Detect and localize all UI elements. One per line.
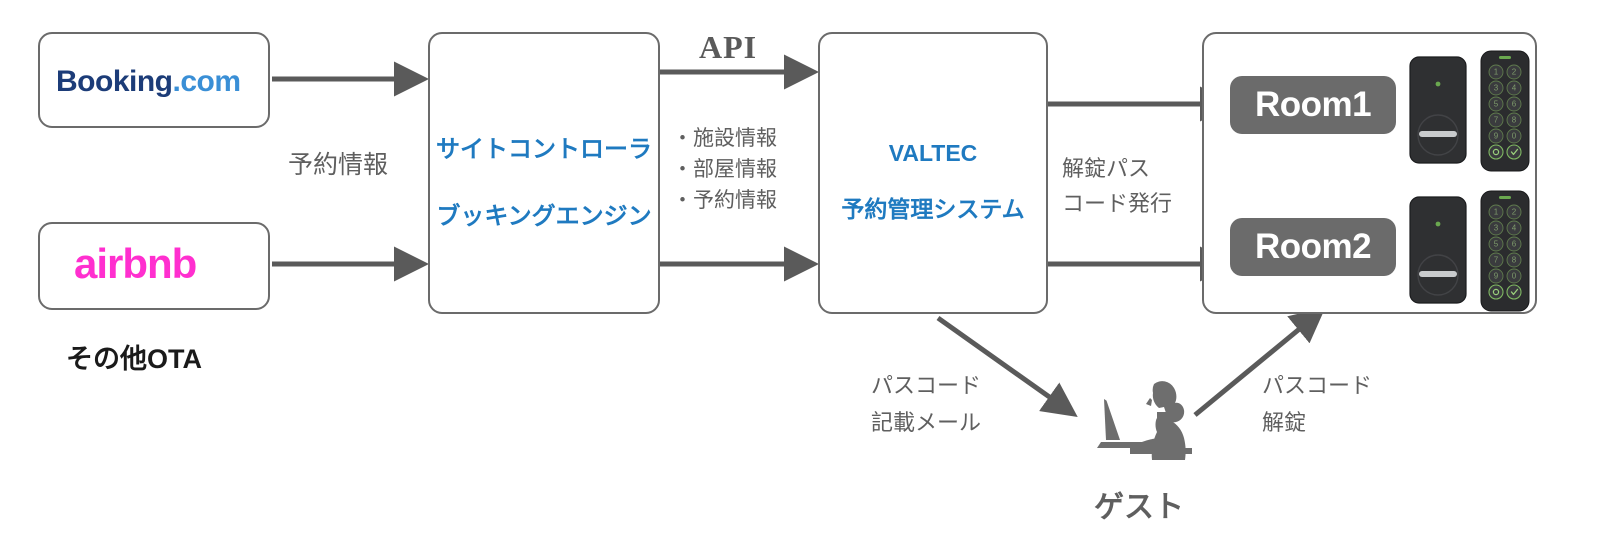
label-passcode-issue-line1: 解錠パス: [1062, 156, 1151, 181]
guest-silhouette-icon: [1097, 381, 1192, 460]
booking-com-box[interactable]: [38, 32, 270, 128]
api-bullet-list: ・施設情報 ・部屋情報 ・予約情報: [672, 123, 777, 216]
valtec-box[interactable]: [818, 32, 1048, 314]
booking-com-logo-tld: .com: [172, 65, 242, 98]
svg-text:0: 0: [1512, 272, 1517, 281]
booking-com-logo: Booking.com: [56, 65, 241, 99]
smart-lock-icon: [1409, 56, 1467, 164]
label-passcode-mail-line2: 記載メール: [871, 410, 982, 435]
site-controller-box[interactable]: [428, 32, 660, 314]
svg-text:4: 4: [1512, 84, 1517, 93]
label-passcode-issue-line2: コード発行: [1062, 191, 1173, 216]
svg-text:7: 7: [1494, 256, 1499, 265]
valtec-line1: VALTEC: [888, 140, 978, 166]
svg-text:5: 5: [1494, 240, 1499, 249]
room1-pill[interactable]: Room1: [1230, 76, 1396, 134]
airbnb-logo: airbnb: [74, 240, 197, 287]
api-bullet-item: ・予約情報: [672, 189, 777, 212]
label-passcode-unlock: パスコード 解錠: [1262, 367, 1372, 441]
valtec-line2: 予約管理システム: [841, 196, 1025, 222]
keypad-icon[interactable]: 1 2 3 4 5 6 7 8 9 0: [1480, 190, 1530, 312]
label-reservation-info: 予約情報: [288, 151, 389, 179]
svg-text:8: 8: [1512, 256, 1517, 265]
svg-text:8: 8: [1512, 116, 1517, 125]
label-passcode-mail: パスコード 記載メール: [871, 367, 981, 441]
site-controller-line2: ブッキングエンジン: [436, 203, 652, 230]
laptop-icon: [1104, 399, 1120, 440]
other-ota-label: その他OTA: [66, 344, 202, 374]
room2-pill[interactable]: Room2: [1230, 218, 1396, 276]
smart-lock-icon: [1409, 196, 1467, 304]
svg-text:2: 2: [1512, 68, 1517, 77]
guest-label: ゲスト: [1094, 491, 1184, 524]
svg-text:1: 1: [1494, 208, 1499, 217]
svg-text:9: 9: [1494, 132, 1499, 141]
svg-text:6: 6: [1512, 240, 1517, 249]
svg-text:9: 9: [1494, 272, 1499, 281]
svg-text:2: 2: [1512, 208, 1517, 217]
booking-com-logo-main: Booking: [56, 65, 173, 98]
api-bullet-item: ・施設情報: [672, 127, 777, 150]
label-passcode-issue: 解錠パス コード発行: [1062, 151, 1172, 221]
keypad-icon[interactable]: 1 2 3 4 5 6 7 8 9 0: [1480, 50, 1530, 172]
svg-text:7: 7: [1494, 116, 1499, 125]
svg-text:5: 5: [1494, 100, 1499, 109]
svg-text:3: 3: [1494, 224, 1499, 233]
label-passcode-mail-line1: パスコード: [871, 373, 982, 398]
svg-text:0: 0: [1512, 132, 1517, 141]
svg-text:3: 3: [1494, 84, 1499, 93]
svg-text:6: 6: [1512, 100, 1517, 109]
svg-text:4: 4: [1512, 224, 1517, 233]
label-passcode-unlock-line2: 解錠: [1262, 410, 1307, 435]
label-api: API: [699, 29, 758, 65]
label-passcode-unlock-line1: パスコード: [1262, 373, 1373, 398]
airbnb-box[interactable]: [38, 222, 270, 310]
svg-text:1: 1: [1494, 68, 1499, 77]
api-bullet-item: ・部屋情報: [672, 158, 777, 181]
site-controller-line1: サイトコントローラ: [436, 136, 652, 163]
